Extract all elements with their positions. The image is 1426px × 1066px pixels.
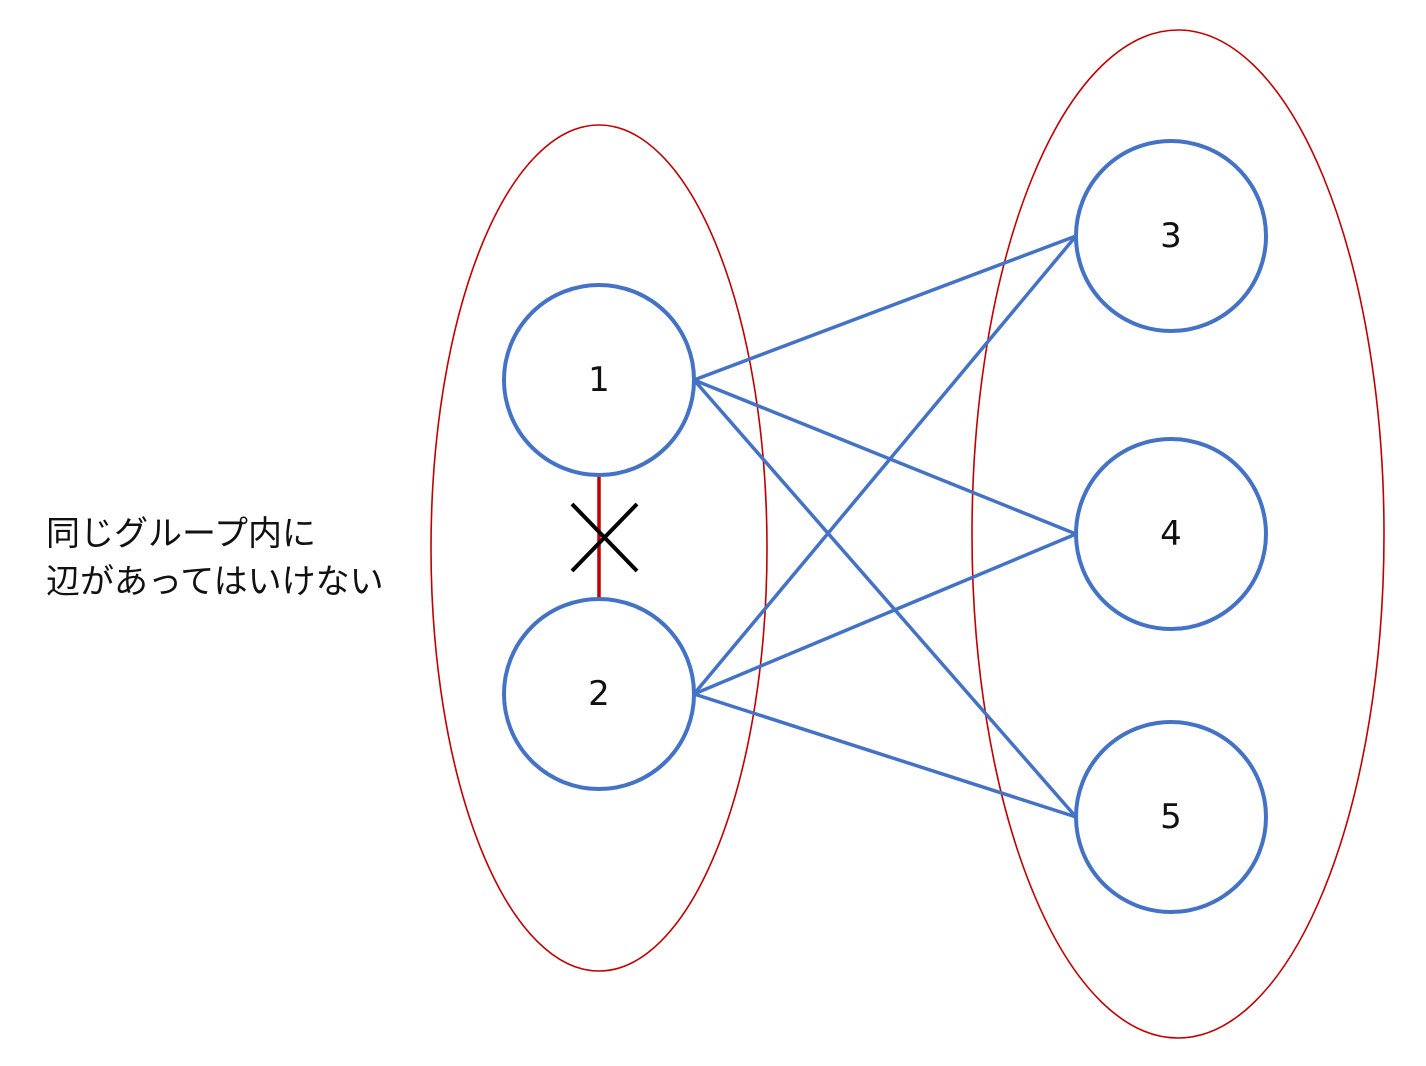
node-3-label: 3 (1160, 216, 1182, 256)
node-2: 2 (502, 597, 696, 791)
left-group-ellipse (430, 124, 768, 972)
edge-2-4 (693, 532, 1077, 696)
node-4-label: 4 (1160, 514, 1182, 554)
annotation-line-2: 辺があってはいけない (46, 562, 384, 602)
annotation-line-1: 同じグループ内に (46, 514, 316, 554)
edge-1-5 (692, 378, 1078, 819)
node-2-label: 2 (588, 674, 610, 714)
edge-2-5 (693, 692, 1077, 819)
node-5: 5 (1074, 720, 1268, 914)
edge-1-3 (693, 234, 1077, 382)
node-3: 3 (1074, 139, 1268, 333)
node-4: 4 (1074, 437, 1268, 631)
node-1-label: 1 (588, 360, 610, 400)
right-group-ellipse (971, 29, 1385, 1039)
edge-1-4 (693, 378, 1077, 536)
node-1: 1 (502, 283, 696, 477)
edge-2-3 (692, 234, 1078, 696)
annotation-text: 同じグループ内に 辺があってはいけない (46, 510, 384, 606)
node-5-label: 5 (1160, 797, 1182, 837)
cross-mark-icon (570, 502, 639, 573)
